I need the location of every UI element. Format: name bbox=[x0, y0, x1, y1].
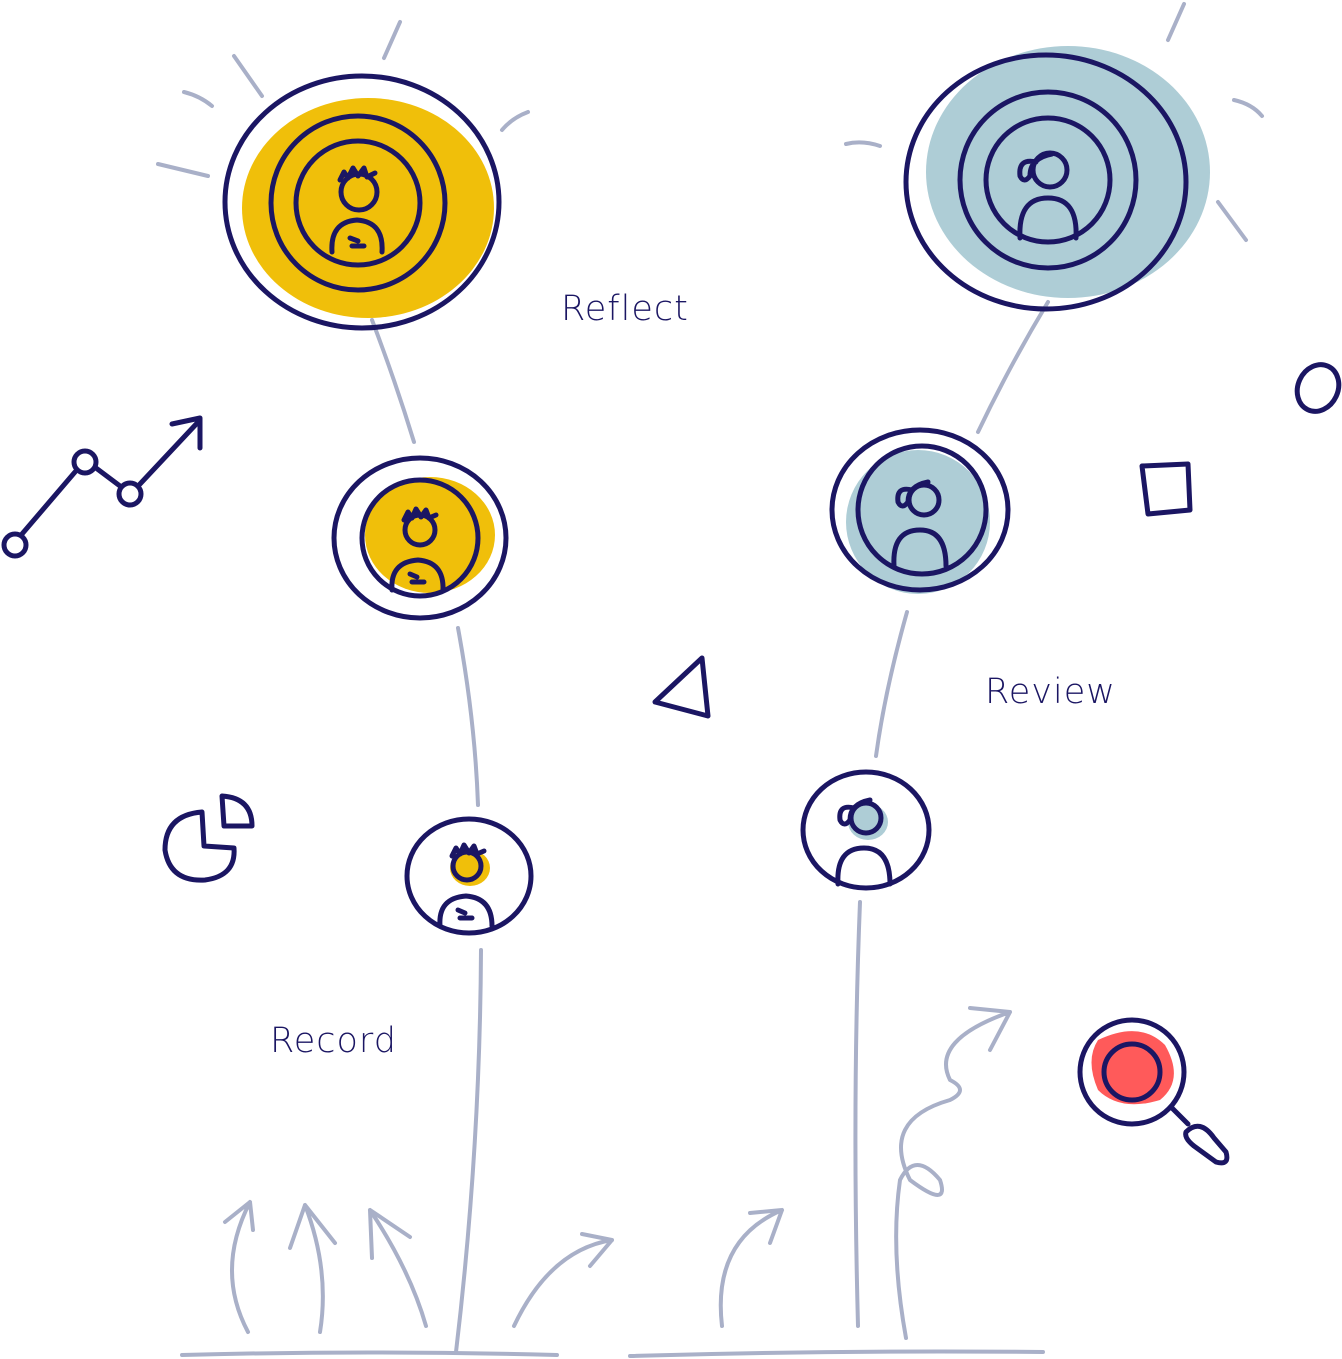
circle-icon bbox=[1294, 362, 1342, 414]
label-record: Record bbox=[270, 1021, 397, 1061]
reflect-flower-mid bbox=[331, 455, 509, 621]
reflect-flower bbox=[222, 73, 502, 331]
label-review: Review bbox=[985, 672, 1116, 712]
record-flower bbox=[404, 816, 534, 936]
triangle-icon bbox=[652, 655, 711, 719]
ground-lines bbox=[180, 1349, 1045, 1358]
magnifier-icon bbox=[1077, 1017, 1230, 1166]
review-flower bbox=[903, 46, 1210, 312]
pie-chart-icon bbox=[162, 793, 255, 883]
label-reflect: Reflect bbox=[561, 289, 689, 329]
line-chart-icon bbox=[1, 415, 203, 559]
sprout-arrows bbox=[223, 1006, 1012, 1340]
stems bbox=[370, 300, 1050, 1354]
review-flower-small bbox=[800, 769, 932, 891]
sun-rays bbox=[156, 2, 1264, 242]
square-icon bbox=[1139, 461, 1193, 517]
review-flower-mid bbox=[829, 427, 1011, 594]
